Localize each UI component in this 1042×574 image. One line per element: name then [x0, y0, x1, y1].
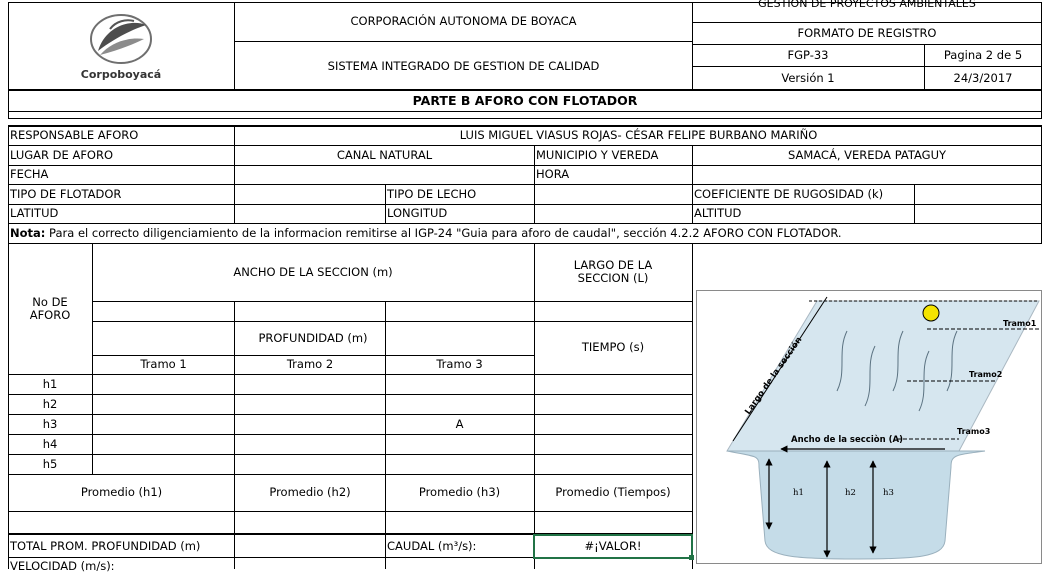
- profundidad-header: PROFUNDIDAD (m): [258, 330, 368, 345]
- largo-header: LARGO DE LA SECCION (L): [573, 258, 653, 285]
- no-aforo-header: No DE AFORO: [29, 294, 71, 322]
- ancho-label: Ancho de la secciòn (A): [791, 434, 903, 445]
- ancho-field-1[interactable]: [92, 301, 235, 321]
- lugar-value[interactable]: CANAL NATURAL: [336, 147, 433, 162]
- format-version: Versión 1: [781, 71, 835, 86]
- logo-text: Corpoboyacá: [80, 67, 162, 81]
- caudal-label: CAUDAL (m³/s):: [387, 538, 477, 553]
- ancho-field-3[interactable]: [385, 301, 534, 321]
- municipio-label: MUNICIPIO Y VEREDA: [536, 147, 659, 162]
- h1-label: h1: [793, 488, 804, 498]
- caudal-value[interactable]: #¡VALOR!: [584, 538, 642, 553]
- municipio-value[interactable]: SAMACÁ, VEREDA PATAGUY: [787, 147, 947, 162]
- row-label-h4: h4: [42, 436, 58, 451]
- active-cell-selection[interactable]: [533, 534, 693, 559]
- responsable-value[interactable]: LUIS MIGUEL VIASUS ROJAS- CÉSAR FELIPE B…: [459, 128, 818, 143]
- tipo-lecho-field[interactable]: [534, 184, 692, 204]
- ancho-header: ANCHO DE LA SECCION (m): [233, 264, 393, 279]
- coeficiente-label: COEFICIENTE DE RUGOSIDAD (k): [694, 186, 884, 201]
- channel-diagram-svg: Largo de la sección Ancho de la secciòn …: [726, 296, 1040, 560]
- longitud-label: LONGITUD: [387, 206, 448, 221]
- leaf-logo-icon: [90, 13, 152, 64]
- fill-handle[interactable]: [689, 555, 694, 560]
- tramo2-label: Tramo2: [969, 370, 1002, 379]
- tipo-flotador-label: TIPO DE FLOTADOR: [10, 186, 122, 201]
- channel-cross-section: [726, 450, 986, 560]
- row-label-h2: h2: [42, 396, 58, 411]
- h3-tramo-3-cell[interactable]: A: [455, 416, 464, 431]
- total-profundidad-label: TOTAL PROM. PROFUNDIDAD (m): [10, 538, 201, 553]
- tipo-lecho-label: TIPO DE LECHO: [387, 186, 477, 201]
- responsable-label: RESPONSABLE AFORO: [10, 128, 139, 143]
- altitud-label: ALTITUD: [694, 206, 742, 221]
- page-number: Pagina 2 de 5: [943, 48, 1023, 63]
- row-label-h1: h1: [42, 376, 58, 391]
- row-label-h5: h5: [42, 456, 58, 471]
- altitud-field[interactable]: [914, 204, 1042, 223]
- float-gauging-diagram: Largo de la sección Ancho de la secciòn …: [696, 290, 1042, 564]
- tramo-1-header: Tramo 1: [140, 357, 187, 372]
- note-prefix: Nota:: [10, 225, 46, 240]
- process-name: GESTION DE PROYECTOS AMBIENTALES: [758, 0, 976, 10]
- promedio-h2: Promedio (h2): [269, 485, 351, 500]
- org-name: CORPORACIÓN AUTONOMA DE BOYACA: [350, 13, 577, 28]
- hora-field[interactable]: [692, 165, 1042, 184]
- tramo-2-header: Tramo 2: [286, 357, 334, 372]
- format-date: 24/3/2017: [953, 71, 1013, 86]
- h2-label: h2: [845, 488, 856, 498]
- latitud-field[interactable]: [235, 204, 385, 223]
- float-icon: [922, 304, 940, 322]
- longitud-field[interactable]: [534, 204, 692, 223]
- promedio-h3: Promedio (h3): [418, 485, 501, 500]
- note-text: Para el correcto diligenciamiento de la …: [45, 225, 842, 240]
- row-label-h3: h3: [42, 416, 58, 431]
- note: Nota: Para el correcto diligenciamiento …: [8, 223, 1042, 243]
- tiempo-header: TIEMPO (s): [581, 340, 645, 355]
- tramo-3-header: Tramo 3: [436, 357, 483, 372]
- velocidad-label: VELOCIDAD (m/s):: [10, 560, 115, 573]
- tipo-flotador-field[interactable]: [235, 184, 385, 204]
- latitud-label: LATITUD: [10, 206, 59, 221]
- fecha-label: FECHA: [10, 167, 49, 182]
- tramo3-label: Tramo3: [957, 427, 990, 436]
- section-title: PARTE B AFORO CON FLOTADOR: [412, 93, 638, 109]
- format-label: FORMATO DE REGISTRO: [797, 26, 937, 41]
- promedio-tiempos: Promedio (Tiempos): [555, 485, 671, 500]
- fecha-field[interactable]: [235, 165, 534, 184]
- system-name: SISTEMA INTEGRADO DE GESTION DE CALIDAD: [327, 58, 600, 73]
- format-code: FGP-33: [787, 48, 829, 63]
- largo-field[interactable]: [534, 301, 692, 321]
- logo: Corpoboyacá: [8, 2, 234, 90]
- tramo1-label: Tramo1: [1003, 319, 1037, 328]
- h3-label: h3: [883, 488, 894, 498]
- coeficiente-field[interactable]: [914, 184, 1042, 204]
- ancho-field-2[interactable]: [235, 301, 385, 321]
- lugar-label: LUGAR DE AFORO: [10, 147, 114, 162]
- hora-label: HORA: [536, 167, 570, 182]
- promedio-h1: Promedio (h1): [80, 485, 163, 500]
